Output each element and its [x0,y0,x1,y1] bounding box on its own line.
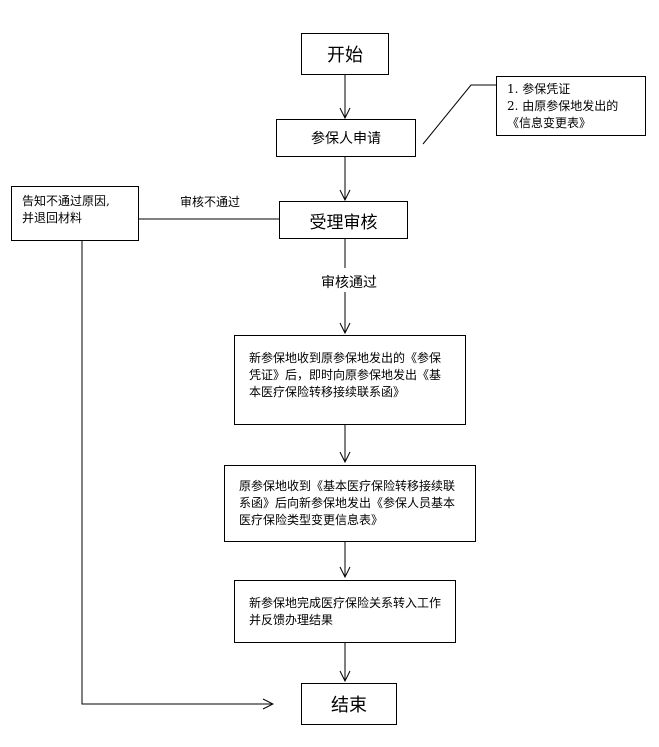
node-end: 结束 [301,683,397,725]
documents-connector [422,84,496,145]
node-step1-label: 新参保地收到原参保地发出的《参保凭证》后，即时向原参保地发出《基本医疗保险转移接… [249,351,442,399]
reject-line-1: 告知不通过原因, [22,194,110,208]
node-step2-label: 原参保地收到《基本医疗保险转移接续联系函》后向新参保地发出《参保人员基本医疗保险… [239,479,456,527]
node-start-label: 开始 [327,45,363,66]
edge-label-review-fail: 审核不通过 [180,195,241,209]
node-step2: 原参保地收到《基本医疗保险转移接续联系函》后向新参保地发出《参保人员基本医疗保险… [224,465,476,542]
node-review: 受理审核 [279,201,408,239]
documents-line-3: 《信息变更表》 [507,116,592,130]
node-step3: 新参保地完成医疗保险关系转入工作并反馈办理结果 [234,580,456,643]
node-start: 开始 [301,33,389,75]
reject-line-2: 并退回材料 [22,211,83,225]
edge-label-review-pass: 审核通过 [321,275,377,291]
node-review-label: 受理审核 [309,212,378,233]
node-end-label: 结束 [331,695,367,716]
documents-line-1: 1. 参保凭证 [507,82,571,96]
node-step1: 新参保地收到原参保地发出的《参保凭证》后，即时向原参保地发出《基本医疗保险转移接… [234,335,466,425]
node-reject: 告知不通过原因, 并退回材料 [11,186,139,241]
arrow-reject-to-end [81,241,273,704]
node-step3-label: 新参保地完成医疗保险关系转入工作并反馈办理结果 [249,596,442,627]
node-applicant-label: 参保人申请 [311,131,381,147]
node-documents: 1. 参保凭证 2. 由原参保地发出的 《信息变更表》 [496,76,646,136]
documents-line-2: 2. 由原参保地发出的 [507,99,619,113]
node-applicant: 参保人申请 [276,119,416,157]
